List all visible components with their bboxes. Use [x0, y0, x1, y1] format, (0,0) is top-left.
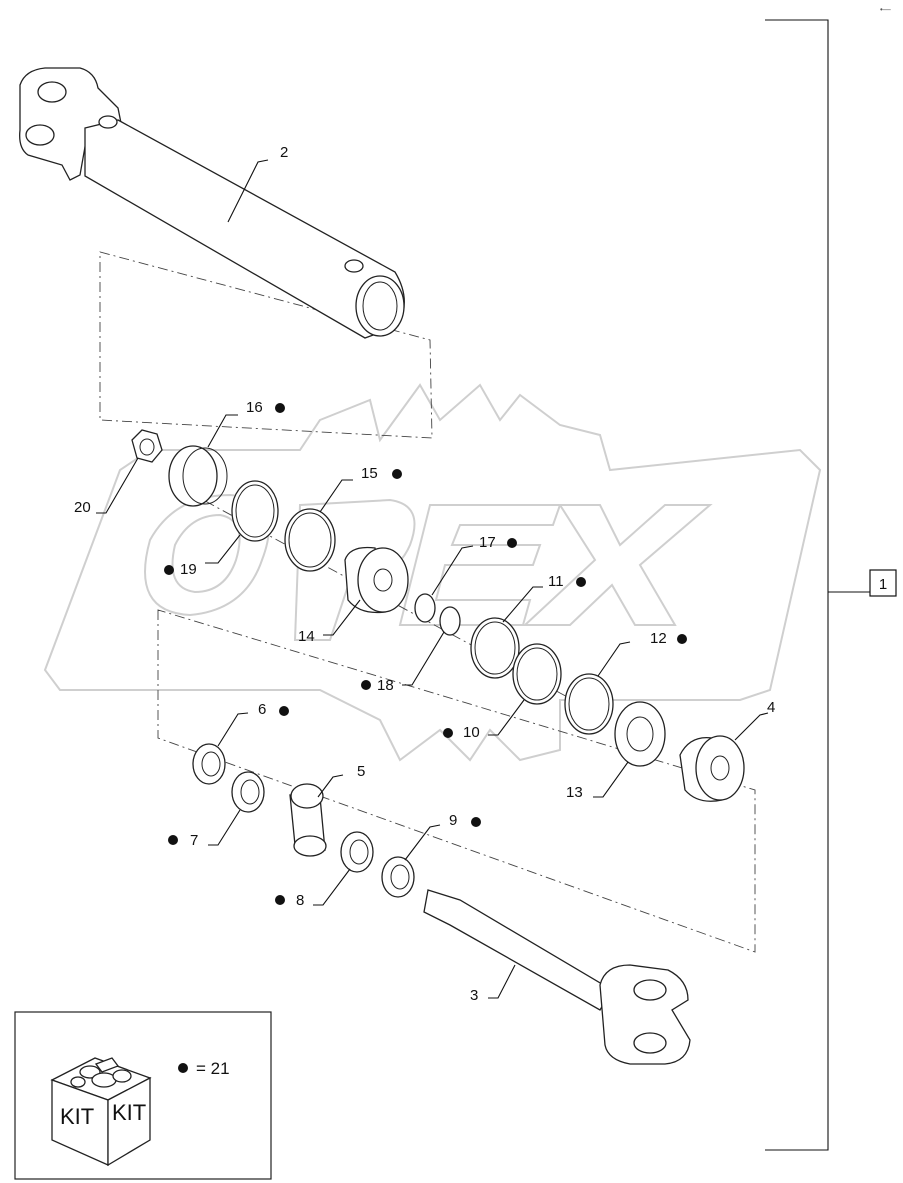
piston [679, 735, 745, 802]
assembly-label-box [869, 569, 897, 597]
callout-15: 15 [361, 465, 378, 482]
callout-labels: 2 16 15 20 19 17 11 14 12 18 10 6 4 5 13… [74, 144, 775, 1004]
bushing-8 [340, 831, 374, 873]
kit-legend-dot [178, 1063, 188, 1073]
piston-rod [423, 889, 691, 1065]
callout-10: 10 [463, 724, 480, 741]
callout-13: 13 [566, 784, 583, 801]
callout-2: 2 [280, 144, 288, 161]
bushing-6 [192, 743, 226, 785]
kit-legend-text: = 21 [196, 1059, 230, 1078]
cylinder-barrel [19, 67, 405, 339]
callout-5: 5 [357, 763, 365, 780]
bushing-7 [231, 771, 265, 813]
kit-markers [164, 403, 687, 905]
callout-7: 7 [190, 832, 198, 849]
kit-box-text-left: KIT [60, 1104, 94, 1129]
snap-ring-17 [414, 593, 436, 623]
gland-head [344, 546, 409, 614]
seal-10 [512, 643, 562, 705]
washer-13 [614, 701, 666, 767]
nut [131, 429, 163, 463]
kit-box-icon: KIT KIT [50, 1057, 152, 1167]
callout-9: 9 [449, 812, 457, 829]
callout-4: 4 [767, 699, 775, 716]
callout-8: 8 [296, 892, 304, 909]
corner-mark: •— [880, 5, 891, 14]
snap-ring-18 [439, 606, 461, 636]
kit-box-text-right: KIT [112, 1100, 146, 1125]
leader-lines [96, 159, 769, 999]
callout-12: 12 [650, 630, 667, 647]
washer-9 [381, 856, 415, 898]
assembly-bracket: 1 [765, 19, 897, 1151]
wiper-ring [168, 445, 228, 507]
callout-17: 17 [479, 534, 496, 551]
opex-watermark [43, 383, 822, 762]
callout-20: 20 [74, 499, 91, 516]
callout-19: 19 [180, 561, 197, 578]
assembly-label: 1 [879, 576, 887, 593]
o-ring-19 [231, 480, 279, 542]
callout-14: 14 [298, 628, 315, 645]
kit-legend: KIT KIT = 21 [14, 1011, 272, 1180]
spacer-tube [289, 783, 327, 857]
callout-6: 6 [258, 701, 266, 718]
callout-18: 18 [377, 677, 394, 694]
seal-11 [470, 617, 520, 679]
callout-11: 11 [548, 573, 564, 590]
seal-ring-15 [284, 508, 336, 572]
callout-16: 16 [246, 399, 263, 416]
seal-12 [564, 673, 614, 735]
callout-3: 3 [470, 987, 478, 1004]
